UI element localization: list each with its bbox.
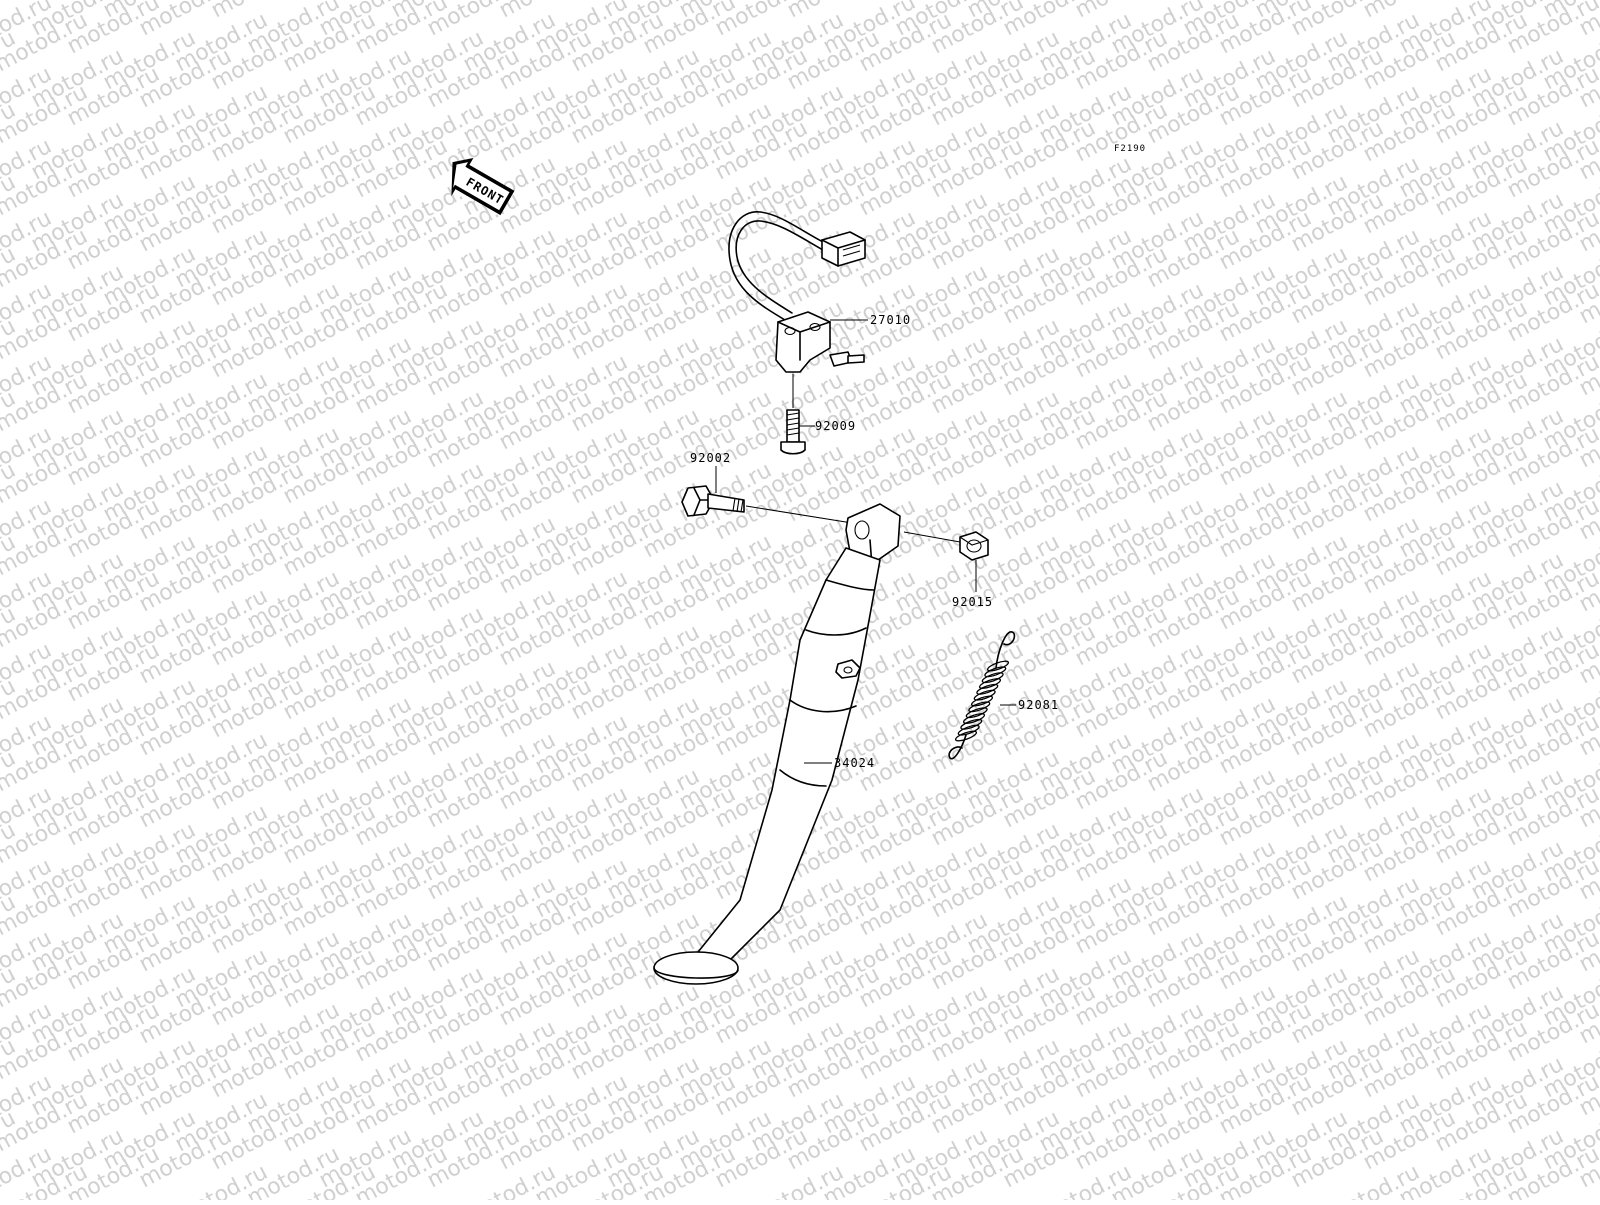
part-label-27010: 27010 (870, 313, 911, 327)
part-label-92081: 92081 (1018, 698, 1059, 712)
part-label-92009: 92009 (815, 419, 856, 433)
diagram-ref-code: F2190 (1114, 144, 1146, 154)
part-label-92002: 92002 (690, 451, 731, 465)
part-label-92015: 92015 (952, 595, 993, 609)
part-label-34024: 34024 (834, 756, 875, 770)
